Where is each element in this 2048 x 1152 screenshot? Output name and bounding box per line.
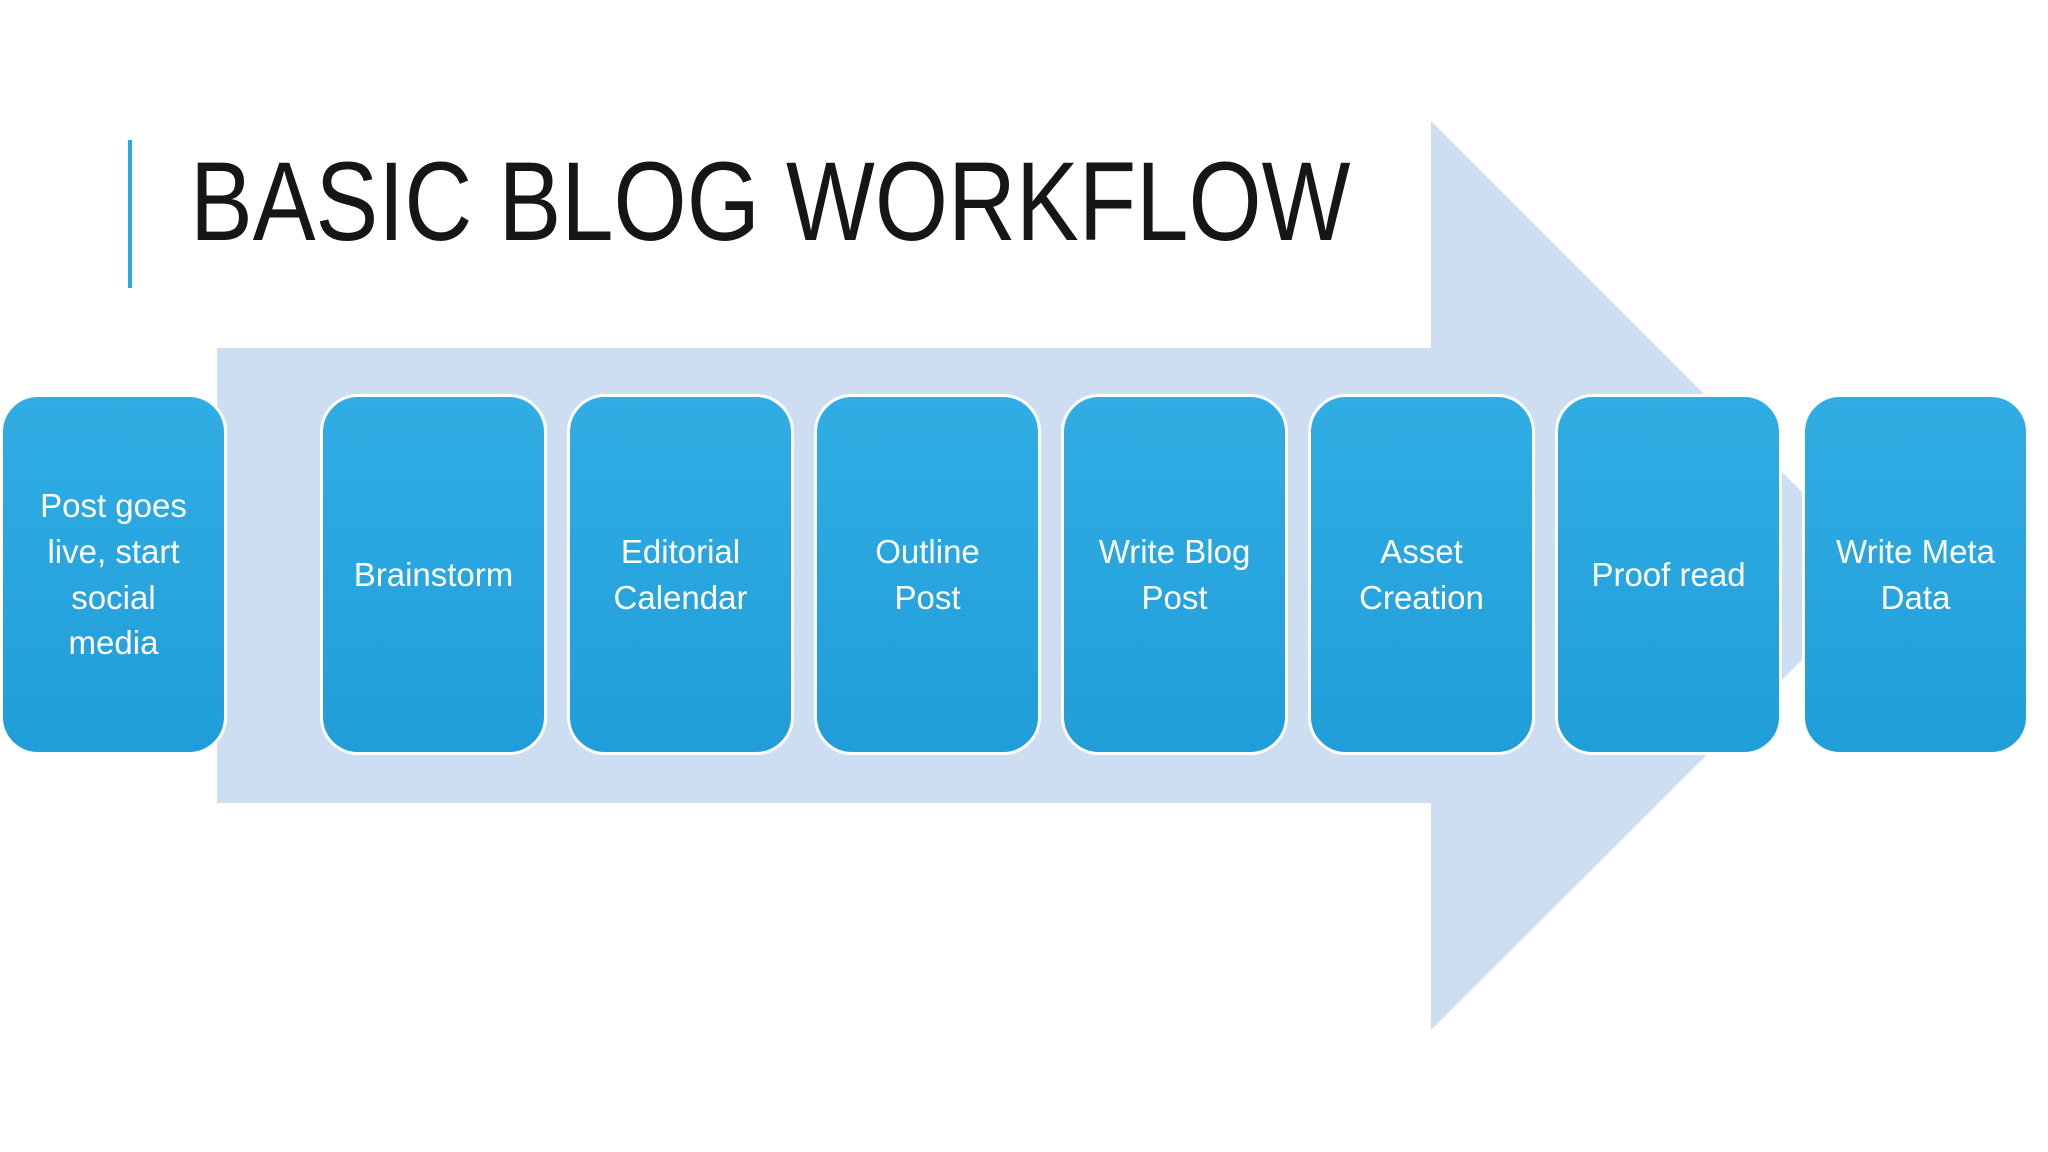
workflow-step-label: Proof read: [1591, 555, 1746, 593]
title-accent-line: [128, 140, 132, 288]
workflow-step-label: Outline Post: [875, 532, 980, 616]
workflow-step-asset-creation: Asset Creation: [1308, 394, 1535, 755]
workflow-step-label: Write Blog Post: [1098, 532, 1251, 616]
workflow-step-post-goes-live: Post goes live, start social media: [0, 394, 227, 755]
workflow-step-write-meta-data: Write Meta Data: [1802, 394, 2029, 755]
workflow-step-outline-post: Outline Post: [814, 394, 1041, 755]
workflow-step-editorial-calendar: Editorial Calendar: [567, 394, 794, 755]
workflow-step-label: Write Meta Data: [1836, 532, 1995, 616]
page-title: BASIC BLOG WORKFLOW: [190, 139, 1351, 264]
arrow-polygon: [217, 121, 1886, 1030]
workflow-step-label: Asset Creation: [1359, 532, 1484, 616]
workflow-step-label: Brainstorm: [353, 555, 514, 593]
workflow-step-brainstorm: Brainstorm: [320, 394, 547, 755]
workflow-step-label: Post goes live, start social media: [40, 487, 187, 662]
workflow-step-label: Editorial Calendar: [613, 532, 748, 616]
workflow-step-write-blog-post: Write Blog Post: [1061, 394, 1288, 755]
workflow-step-proof-read: Proof read: [1555, 394, 1782, 755]
